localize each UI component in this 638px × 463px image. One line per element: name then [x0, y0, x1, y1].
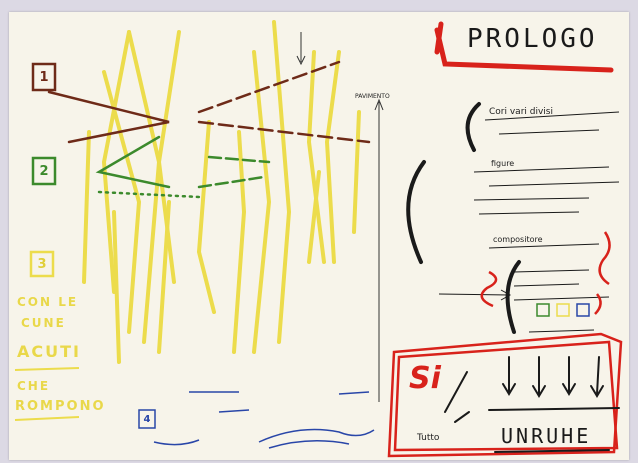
- left-annotation-line-5: ROMPONO: [15, 399, 106, 414]
- pavimento-label: PAVIMENTO: [355, 93, 390, 100]
- section-number-4: 4: [143, 413, 151, 425]
- yellow-strokes: [82, 20, 361, 364]
- section-number-2: 2: [39, 163, 49, 179]
- sketch-drawing: [14, 20, 623, 458]
- note-cori: Cori vari divisi: [489, 107, 553, 117]
- left-annotation-line-4: CHE: [17, 379, 51, 393]
- section-number-1: 1: [39, 69, 49, 85]
- unruhe-word: UNRUHE: [501, 424, 592, 448]
- si-word: Si: [409, 361, 441, 396]
- left-annotation-line-2: CUNE: [21, 316, 66, 330]
- note-figure: figure: [491, 159, 515, 168]
- prologo-title: PROLOGO: [467, 24, 598, 54]
- note-compositore: compositore: [493, 235, 543, 244]
- left-annotation-line-3: ACUTI: [17, 342, 81, 361]
- tutto-label: Tutto: [417, 433, 440, 443]
- section-number-3: 3: [37, 256, 47, 272]
- left-annotation-line-1: CON LE: [17, 295, 79, 309]
- sketch-paper: PROLOGO 1 2 3 4 CON LE CUNE ACUTI CHE RO…: [9, 12, 629, 460]
